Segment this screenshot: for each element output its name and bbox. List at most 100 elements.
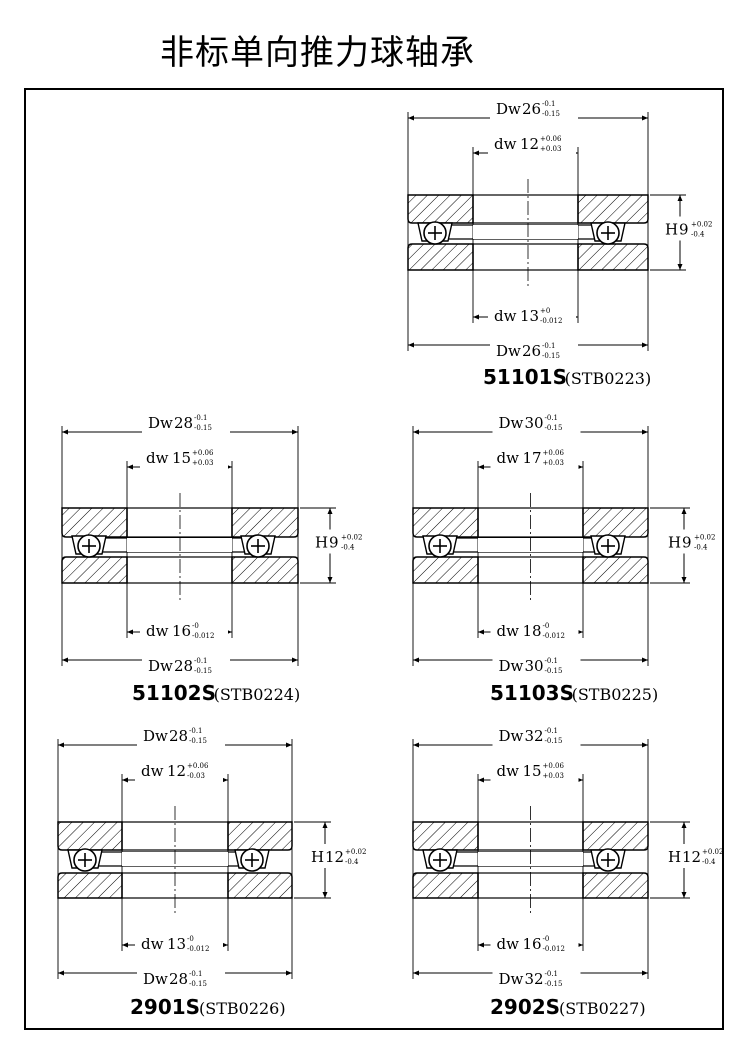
model-caption: 2901S(STB0226): [130, 995, 286, 1019]
bottom-washer-right-section: [582, 872, 649, 899]
cage-gap: [127, 538, 232, 552]
label-upper-tolerance: -0: [192, 622, 199, 630]
arrow-head: [642, 429, 648, 435]
arrow-head: [292, 429, 298, 435]
label-value: 28: [174, 657, 193, 675]
arrow-head: [642, 742, 648, 748]
label-background: [135, 934, 223, 956]
label-upper-tolerance: -0.1: [189, 970, 203, 978]
label-background: [135, 761, 223, 783]
label-upper-tolerance: +0.06: [187, 762, 209, 770]
top-washer-left-section: [412, 821, 479, 851]
arrow-head: [322, 822, 328, 828]
arrow-head: [222, 942, 228, 948]
ball-right: [590, 221, 626, 245]
label-upper-tolerance: +0.02: [345, 848, 366, 856]
label-lower-tolerance: +0.03: [540, 145, 561, 153]
ball-right: [590, 848, 626, 872]
label-background: [492, 969, 581, 991]
label-lower-tolerance: -0.15: [542, 110, 560, 118]
bottom-washer-bore: [472, 243, 579, 271]
arrow-head: [681, 822, 687, 828]
arrow-head: [681, 577, 687, 583]
bottom-washer-left-section: [61, 556, 128, 584]
label-background: [666, 529, 718, 554]
arrow-head: [478, 942, 484, 948]
arrow-head: [408, 342, 414, 348]
arrow-head: [642, 657, 648, 663]
label-lower-tolerance: -0.012: [187, 945, 209, 953]
top-washer-left-section: [57, 821, 123, 851]
bottom-washer-right-section: [231, 556, 299, 584]
label-lower-tolerance: -0.15: [545, 737, 563, 745]
model-number: 51102S: [132, 681, 216, 705]
bottom-washer-right-section: [582, 556, 649, 584]
label-value: 26: [522, 100, 541, 118]
label-background: [492, 726, 581, 748]
arrow-head: [58, 742, 64, 748]
model-code: (STB0224): [214, 685, 301, 704]
arrow-head: [122, 777, 128, 783]
label-prefix: H: [315, 534, 328, 552]
arrow-head: [413, 657, 419, 663]
label-upper-tolerance: -0.1: [194, 657, 208, 665]
label-upper-tolerance: +0.02: [341, 534, 362, 542]
label-lower-tolerance: -0.012: [543, 632, 565, 640]
arrow-head: [292, 657, 298, 663]
arrow-head: [413, 429, 419, 435]
label-value: 16: [172, 622, 191, 640]
label-background: [666, 844, 718, 868]
label-lower-tolerance: -0.012: [192, 632, 214, 640]
label-lower-tolerance: +0.03: [192, 459, 213, 467]
arrow-head: [62, 657, 68, 663]
arrow-head: [473, 150, 479, 156]
bottom-washer-bore: [126, 556, 233, 584]
label-value: 12: [325, 848, 344, 866]
arrow-head: [322, 892, 328, 898]
top-washer-left-section: [407, 194, 474, 224]
label-background: [142, 413, 230, 435]
label-background: [488, 134, 576, 156]
label-value: 17: [523, 449, 542, 467]
label-background: [137, 726, 225, 748]
label-upper-tolerance: -0.1: [542, 342, 556, 350]
arrow-head: [327, 508, 333, 514]
label-prefix: Dw: [496, 100, 521, 118]
label-lower-tolerance: -0.4: [691, 231, 705, 239]
label-background: [313, 529, 365, 554]
label-upper-tolerance: -0.1: [545, 970, 559, 978]
label-lower-tolerance: -0.15: [545, 667, 563, 675]
label-lower-tolerance: -0.03: [187, 772, 205, 780]
arrow-head: [122, 942, 128, 948]
label-prefix: Dw: [499, 414, 524, 432]
arrow-head: [222, 777, 228, 783]
label-upper-tolerance: +0.06: [192, 449, 214, 457]
top-washer-right-section: [582, 821, 649, 851]
label-upper-tolerance: +0.02: [702, 848, 723, 856]
label-background: [142, 656, 230, 678]
label-upper-tolerance: -0.1: [545, 414, 559, 422]
arrow-head: [473, 314, 479, 320]
arrow-head: [681, 508, 687, 514]
label-value: 15: [172, 449, 191, 467]
label-background: [488, 306, 576, 328]
label-value: 9: [682, 534, 692, 552]
label-prefix: dw: [497, 935, 520, 953]
label-prefix: Dw: [499, 657, 524, 675]
label-upper-tolerance: -0: [543, 935, 550, 943]
label-value: 16: [523, 935, 542, 953]
